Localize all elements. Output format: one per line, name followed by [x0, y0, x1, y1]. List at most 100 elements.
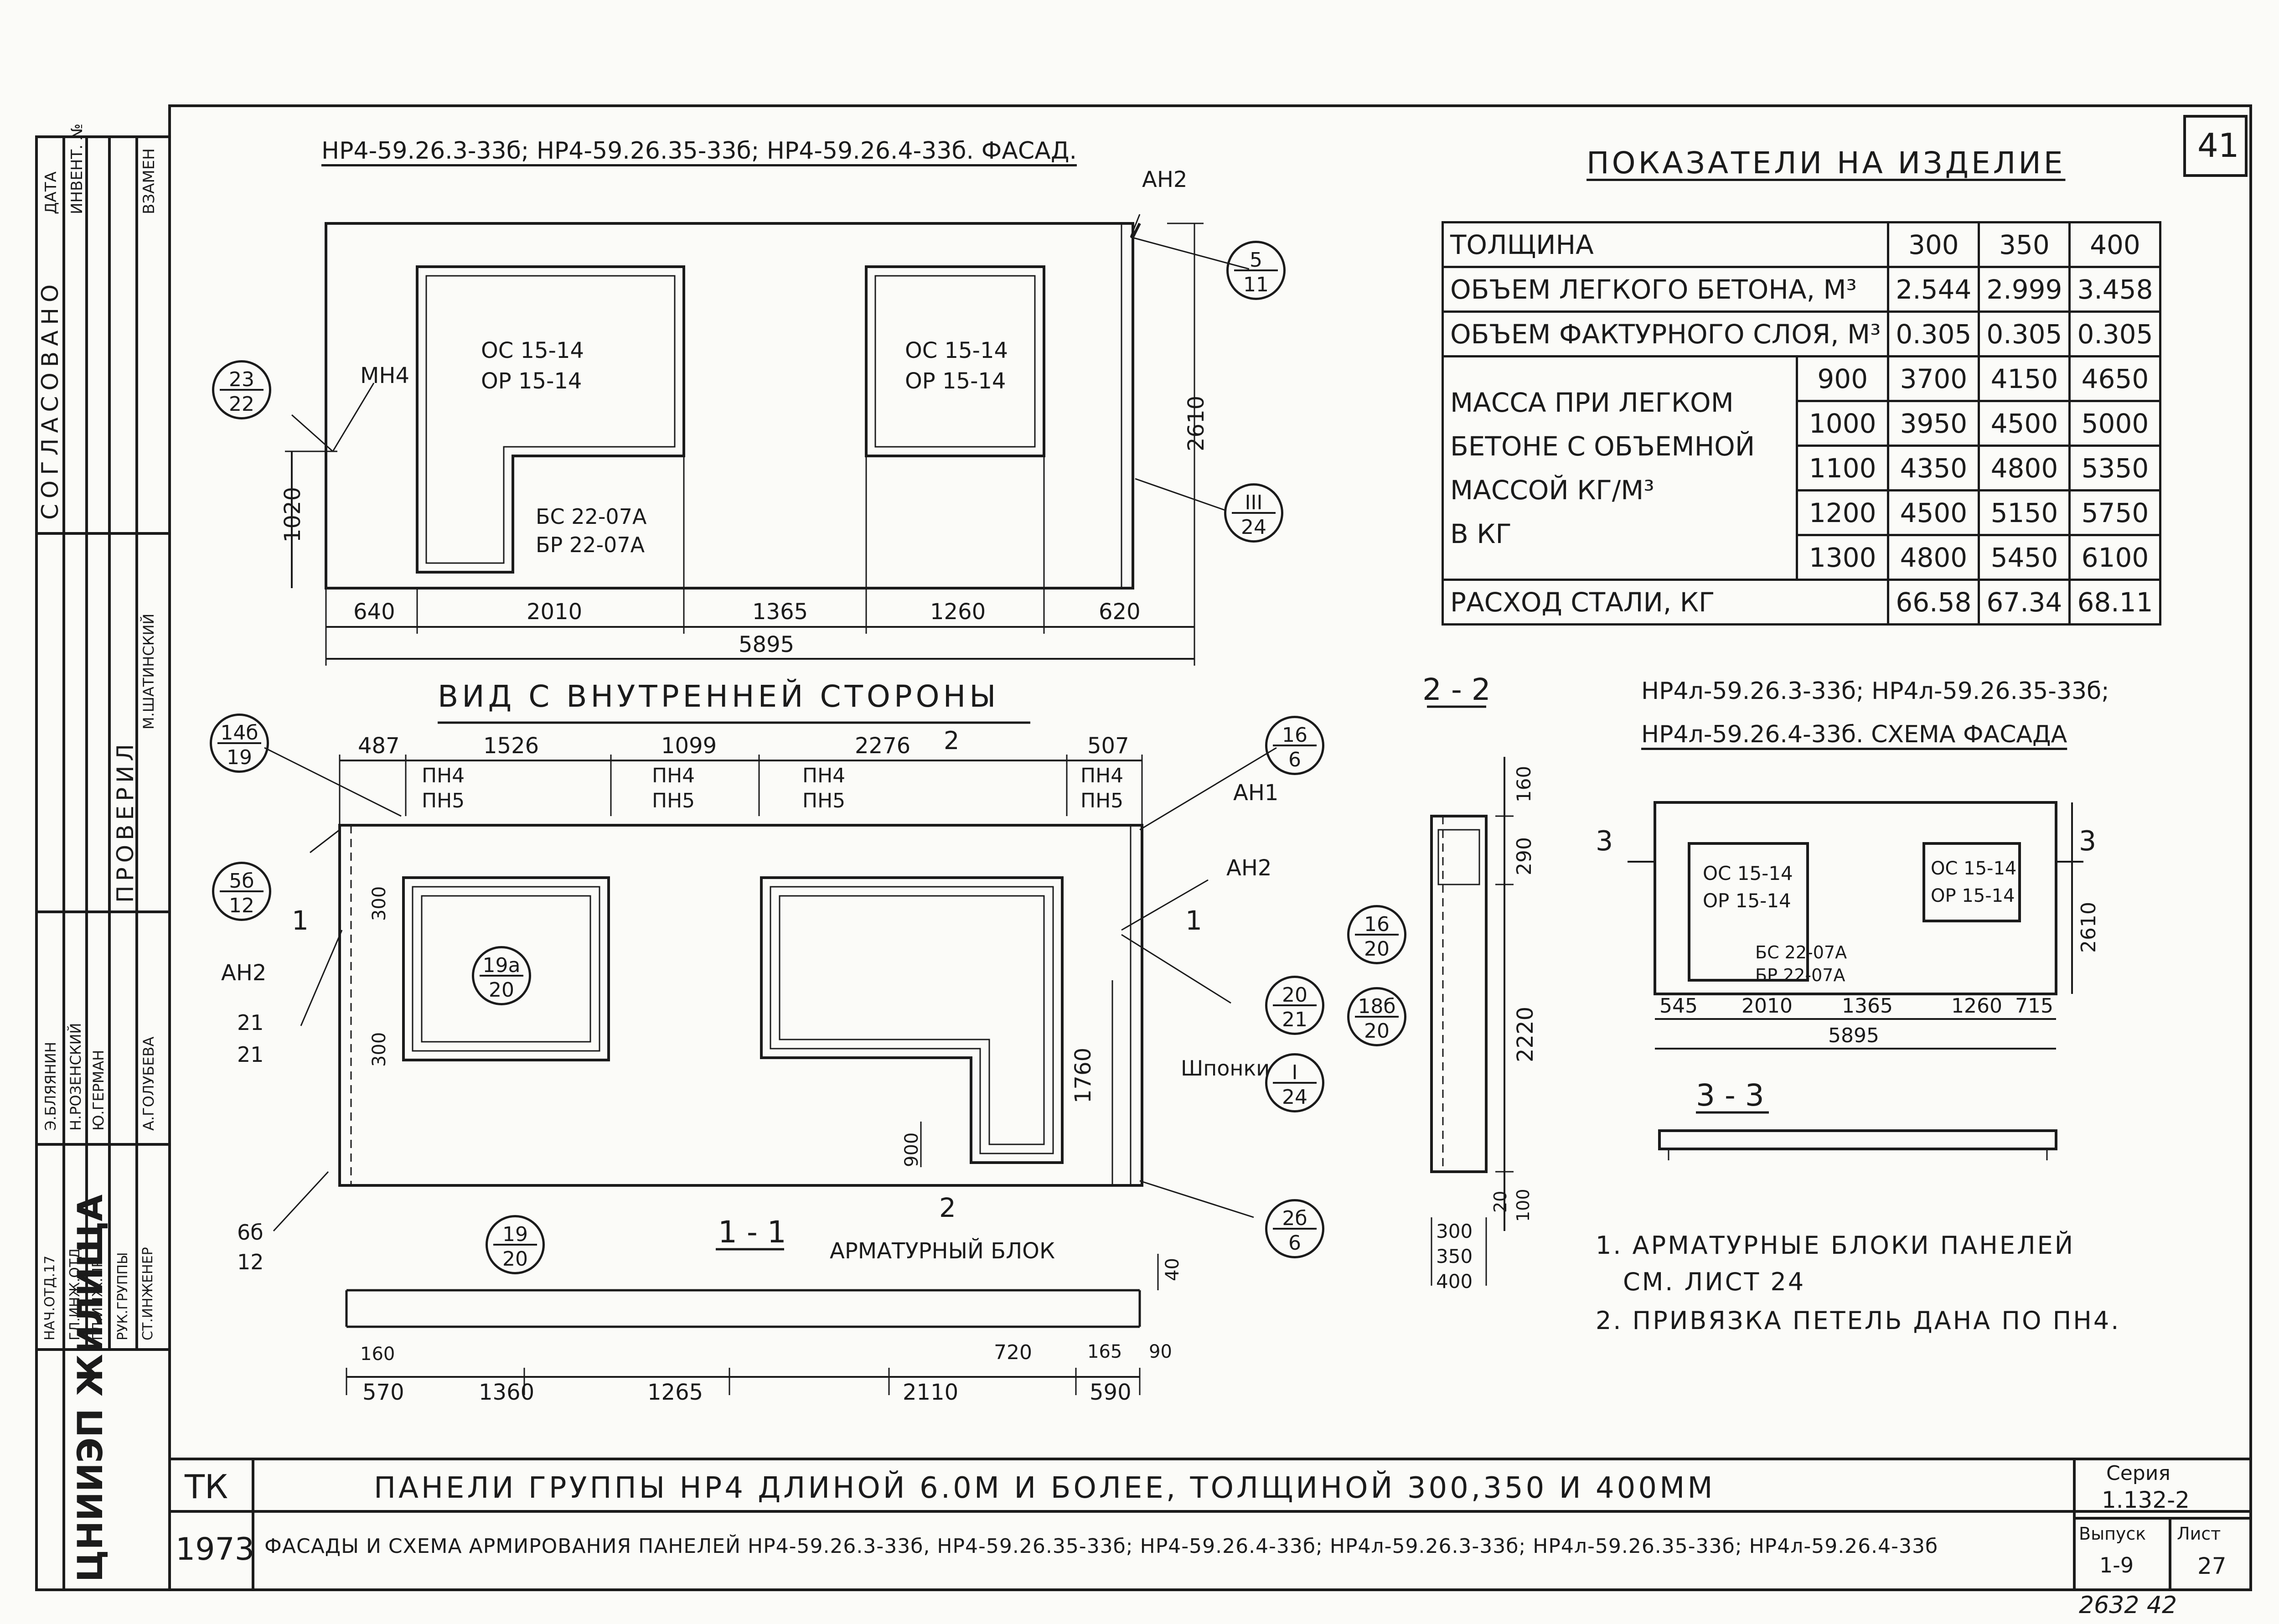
inner-dim-3: 1099 — [661, 733, 717, 759]
section11-dim-90: 90 — [1149, 1341, 1172, 1362]
inner-dim-5: 507 — [1087, 733, 1129, 759]
table-cell: РАСХОД СТАЛИ, КГ — [1441, 579, 1890, 626]
scheme-dim-4: 1260 — [1951, 994, 2002, 1018]
table-cell: 6100 — [2068, 534, 2162, 581]
section11-dim-165: 165 — [1087, 1341, 1122, 1362]
loop-label-4b: ПН5 — [1080, 789, 1124, 812]
stamp-name-4: М.ШАТИНСКИЙ — [140, 613, 157, 729]
inner-label-an2-right: АН2 — [1226, 855, 1272, 881]
inner-label-an1: АН1 — [1233, 780, 1279, 806]
scheme-dim-1: 545 — [1659, 994, 1698, 1018]
stamp-col-replace: ВЗАМЕН — [140, 148, 158, 214]
mass-label-line: МАССОЙ КГ/М³ — [1450, 474, 1654, 506]
scheme-dim-5: 715 — [2015, 994, 2053, 1018]
scheme-window-right-1: ОС 15-14 — [1931, 858, 2017, 879]
scheme-door-1: БС 22-07А — [1755, 942, 1847, 962]
facade-window-left-code-1: ОС 15-14 — [481, 338, 584, 363]
stamp-role-4: РУК.ГРУППЫ — [115, 1252, 131, 1340]
indicators-table: ТОЛЩИНА 300 350 400 ОБЪЕМ ЛЕГКОГО БЕТОНА… — [1441, 221, 2162, 626]
title-block-series-label: Серия — [2106, 1462, 2170, 1485]
inner-dim-900: 900 — [901, 1132, 922, 1167]
loop-label-4: ПН4 — [1080, 764, 1124, 787]
section11-dim-3: 1265 — [647, 1380, 703, 1405]
section-mark-2-top: 2 — [944, 726, 960, 755]
section22-thick-1: 300 — [1436, 1220, 1473, 1242]
table-cell: ОБЪЕМ ЛЕГКОГО БЕТОНА, М³ — [1441, 266, 1890, 313]
table-cell: 4500 — [1887, 489, 1980, 536]
table-cell: 5350 — [2068, 445, 2162, 491]
inner-ref-text-21b: 21 — [237, 1042, 264, 1067]
inner-dim-300b: 300 — [369, 1032, 390, 1067]
stamp-name-2: Н.РОЗЕНСКИЙ — [67, 1023, 84, 1131]
scheme-window-right-2: ОР 15-14 — [1931, 885, 2015, 906]
table-cell: 4350 — [1887, 445, 1980, 491]
scheme-total: 5895 — [1828, 1024, 1879, 1047]
section11-dim-4: 2110 — [903, 1380, 959, 1405]
scheme-title-1: НР4л-59.26.3-33б; НР4л-59.26.35-33б; — [1641, 678, 2109, 705]
facade-total: 5895 — [739, 632, 795, 657]
stamp-col-date: ДАТА — [42, 171, 60, 214]
bottom-archive-number: 2632 42 — [2079, 1592, 2177, 1619]
inner-label-keys: Шпонки — [1181, 1056, 1270, 1081]
table-cell: 350 — [1978, 221, 2071, 268]
table-cell: 400 — [2068, 221, 2162, 268]
table-cell: 5150 — [1978, 489, 2071, 536]
table-cell: 5000 — [2068, 400, 2162, 447]
facade-height-1020: 1020 — [280, 486, 305, 543]
loop-label-2: ПН4 — [652, 764, 695, 787]
facade-dim-3: 1365 — [752, 599, 808, 625]
facade-label-an2: АН2 — [1142, 167, 1188, 192]
table-row: ОБЪЕМ ЛЕГКОГО БЕТОНА, М³ 2.544 2.999 3.4… — [1441, 266, 2162, 313]
facade-dim-2: 2010 — [527, 599, 583, 625]
inner-dim-1760: 1760 — [1070, 1047, 1096, 1103]
scheme-title-2: НР4л-59.26.4-33б. СХЕМА ФАСАДА — [1641, 721, 2067, 748]
table-cell: 68.11 — [2068, 579, 2162, 626]
facade-window-right-code-2: ОР 15-14 — [905, 368, 1006, 394]
loop-label-2b: ПН5 — [652, 789, 695, 812]
inner-dim-300a: 300 — [369, 886, 390, 921]
table-cell: ТОЛЩИНА — [1441, 221, 1890, 268]
table-row: ОБЪЕМ ФАКТУРНОГО СЛОЯ, М³ 0.305 0.305 0.… — [1441, 310, 2162, 357]
loop-label-3: ПН4 — [802, 764, 846, 787]
scheme-dim-3: 1365 — [1842, 994, 1893, 1018]
table-cell: 1200 — [1796, 489, 1890, 536]
title-block-year: 1973 — [176, 1531, 255, 1567]
facade-label-mn4: МН4 — [360, 363, 410, 388]
section22-dim-290: 290 — [1513, 837, 1536, 875]
title-block-issue: 1-9 — [2099, 1553, 2134, 1577]
mass-label-line: БЕТОНЕ С ОБЪЕМНОЙ — [1450, 430, 1755, 462]
table-cell: 0.305 — [1887, 310, 1980, 357]
stamp-checked: ПРОВЕРИЛ — [112, 739, 139, 903]
table-cell: 4800 — [1978, 445, 2071, 491]
table-cell: 900 — [1796, 355, 1890, 402]
table-cell: 300 — [1887, 221, 1980, 268]
title-block-line2: ФАСАДЫ И СХЕМА АРМИРОВАНИЯ ПАНЕЛЕЙ НР4-5… — [264, 1535, 1938, 1558]
table-row: ТОЛЩИНА 300 350 400 — [1441, 221, 2162, 268]
section22-dim-2220: 2220 — [1513, 1006, 1538, 1062]
table-cell: 2.544 — [1887, 266, 1980, 313]
loop-label-1: ПН4 — [422, 764, 465, 787]
section11-label: АРМАТУРНЫЙ БЛОК — [830, 1238, 1055, 1264]
table-cell: 5750 — [2068, 489, 2162, 536]
stamp-name-5: А.ГОЛУБЕВА — [140, 1036, 157, 1131]
facade-dim-1: 640 — [353, 599, 395, 625]
sheet-number: 41 — [2197, 126, 2239, 165]
section33-title: 3 - 3 — [1696, 1078, 1764, 1113]
mass-label-line: В КГ — [1450, 518, 1512, 549]
table-cell: 1100 — [1796, 445, 1890, 491]
table-cell: 1000 — [1796, 400, 1890, 447]
table-cell: 5450 — [1978, 534, 2071, 581]
section11-dim-1: 570 — [362, 1380, 404, 1405]
stamp-agreed: СОГЛАСОВАНО — [37, 279, 63, 520]
scheme-dim-2: 2010 — [1742, 994, 1793, 1018]
table-row: 1000 3950 4500 5000 — [1443, 400, 2162, 447]
inner-dim-1: 487 — [358, 733, 400, 759]
table-cell: 0.305 — [1978, 310, 2071, 357]
scheme-height: 2610 — [2077, 902, 2100, 953]
facade-door-code-2: БР 22-07А — [536, 533, 645, 557]
facade-door-code-1: БС 22-07А — [536, 504, 647, 529]
